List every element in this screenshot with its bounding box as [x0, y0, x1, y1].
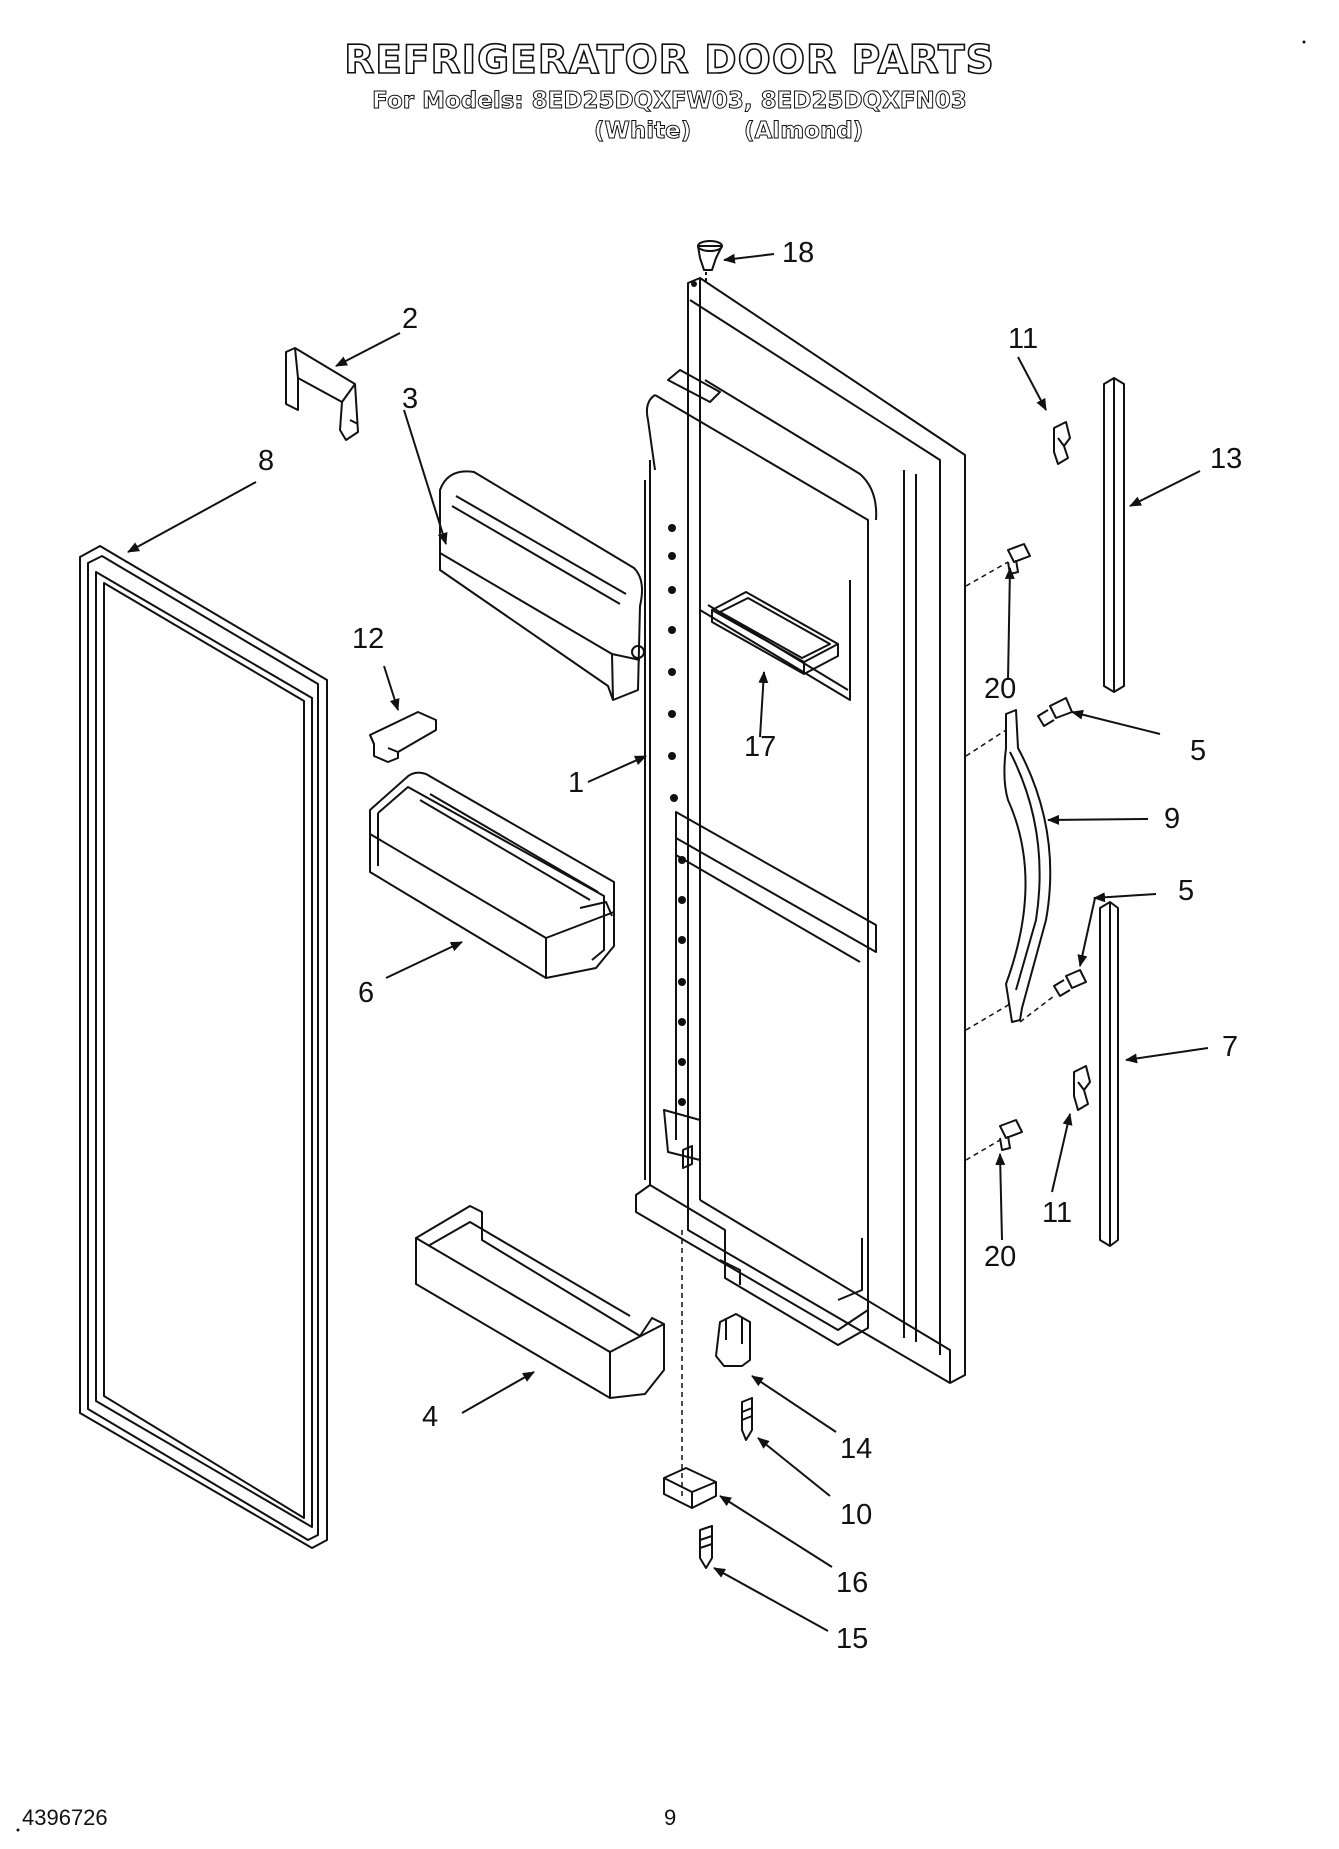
- callout-8: 8: [258, 445, 274, 477]
- document-number: 4396726: [22, 1805, 108, 1830]
- part-door-bin: [369, 771, 615, 979]
- model-numbers: For Models: 8ED25DQXFW03, 8ED25DQXFN03: [372, 88, 968, 115]
- part-screw-5-lower: [1053, 969, 1087, 997]
- callout-18: 18: [782, 237, 814, 269]
- part-clip: [369, 711, 437, 763]
- part-hinge-clip-lower: [1073, 1065, 1091, 1111]
- callout-10: 10: [840, 1499, 872, 1531]
- callout-7: 7: [1222, 1031, 1238, 1063]
- callout-5-lower: 5: [1178, 875, 1194, 907]
- shelf-adjustment-holes: [668, 281, 697, 1106]
- callout-1: 1: [568, 767, 584, 799]
- part-trim-strip-lower: [1099, 901, 1119, 1247]
- part-screw-5-upper: [1037, 697, 1073, 727]
- part-hinge-bracket: [663, 1467, 717, 1509]
- part-door-liner: [635, 277, 966, 1384]
- callout-16: 16: [836, 1567, 868, 1599]
- variant-almond: (Almond): [743, 118, 864, 145]
- callout-9: 9: [1164, 803, 1180, 835]
- leader-arrows: [127, 253, 1209, 1632]
- scan-dot: [1302, 40, 1306, 44]
- callout-11-upper: 11: [1008, 323, 1038, 355]
- callout-17: 17: [744, 731, 776, 763]
- callout-13: 13: [1210, 443, 1242, 475]
- page-number: 9: [664, 1805, 677, 1830]
- callout-20-lower: 20: [984, 1241, 1016, 1273]
- part-hinge-pin: [715, 1313, 751, 1367]
- part-door-gasket: [79, 545, 328, 1549]
- part-bracket: [285, 347, 359, 441]
- part-screw-20-lower: [999, 1119, 1023, 1151]
- page-title: REFRIGERATOR DOOR PARTS: [343, 37, 995, 84]
- part-bin-cover: [439, 470, 645, 701]
- part-door-handle: [1003, 709, 1052, 1023]
- callout-3: 3: [402, 383, 418, 415]
- variant-white: (White): [593, 118, 692, 145]
- callout-6: 6: [358, 977, 374, 1009]
- callout-20-upper: 20: [984, 673, 1016, 705]
- scan-dot-footer: [16, 1828, 20, 1832]
- callout-12: 12: [352, 623, 384, 655]
- part-plug: [697, 240, 723, 271]
- callout-labels: 2 3 8 12 1 6 4 17 18 11 13 20 5 9 5 7 11…: [258, 237, 1242, 1655]
- part-screw-10: [741, 1397, 753, 1441]
- callout-4: 4: [422, 1401, 438, 1433]
- part-tray: [711, 591, 839, 675]
- assembly-guide-lines: [681, 561, 1055, 1500]
- part-hinge-clip-upper: [1053, 421, 1071, 465]
- callout-5-upper: 5: [1190, 735, 1206, 767]
- part-screw-15: [699, 1525, 713, 1569]
- callout-11-lower: 11: [1042, 1197, 1072, 1229]
- callout-15: 15: [836, 1623, 868, 1655]
- callout-14: 14: [840, 1433, 872, 1465]
- part-trim-strip-upper: [1103, 377, 1125, 693]
- callout-2: 2: [402, 303, 418, 335]
- part-screw-20-upper: [1007, 543, 1031, 575]
- part-lower-shelf: [415, 1205, 665, 1399]
